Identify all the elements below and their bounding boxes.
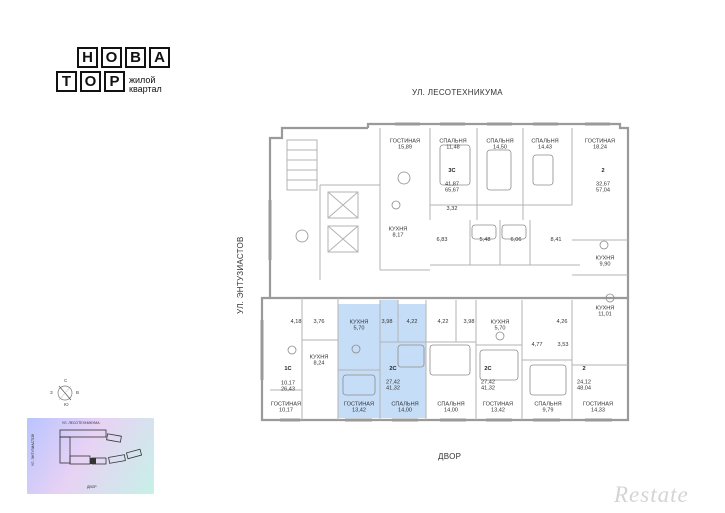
compass-icon: С Ю З В [50,378,80,407]
apartment-type: 1С [284,366,292,372]
room-label: 4,22 [437,318,449,325]
compass-letter: Ю [64,402,69,407]
room-label: 6,06 [510,236,522,243]
room-label: 3,98 [381,318,393,325]
apartment-type: 2С [484,366,492,372]
minimap-top-label: УЛ. ЛЕСОТЕХНИКУМА [62,421,100,425]
room-label: 4,77 [531,341,543,348]
room-label: 6,83 [436,236,448,243]
highlighted-apartment [380,300,398,342]
room-label: 3,98 [463,318,475,325]
outer-walls [260,122,630,422]
apartment-type: 2 [601,168,605,174]
logo-letter: Р [104,71,125,92]
room-label: 3,53 [557,341,569,348]
room-label: 4,22 [406,318,418,325]
room-label: 3,32 [446,205,458,212]
fixtures [287,144,615,396]
apartment-type: 2С [389,366,397,372]
apartment-type: 2 [582,366,586,372]
windows [260,122,612,422]
logo-letter: Н [77,47,98,68]
room-label: 4,26 [556,318,568,325]
compass-letter: С [64,378,68,383]
inner-walls [270,128,628,420]
room-label: 5,48 [479,236,491,243]
watermark-logo: Restate [614,482,689,507]
compass-letter: В [76,390,80,395]
room-label: 8,41 [550,236,562,243]
compass-letter: З [50,390,53,395]
logo-letter: А [149,47,170,68]
street-bottom-label: ДВОР [438,452,462,461]
apartment-type: 3С [448,168,456,174]
highlighted-apartment [380,342,426,418]
highlighted-apartment [398,304,426,342]
logo-letter: Т [56,71,77,92]
minimap-bottom-label: ДВОР [87,485,97,489]
logo-subtitle: квартал [129,84,162,94]
room-label: 4,18 [290,318,302,325]
highlighted-apartment [338,304,380,418]
logo-letter: О [80,71,101,92]
room-label: 3,76 [313,318,325,325]
logo-subtitle: жилой [129,75,156,85]
logo-letter: В [125,47,146,68]
logo-letter: О [101,47,122,68]
street-top-label: УЛ. ЛЕСОТЕХНИКУМА [412,88,503,97]
site-minimap: УЛ. ЛЕСОТЕХНИКУМА УЛ. ЭНТУЗИАСТОВ ДВОР [27,418,154,494]
